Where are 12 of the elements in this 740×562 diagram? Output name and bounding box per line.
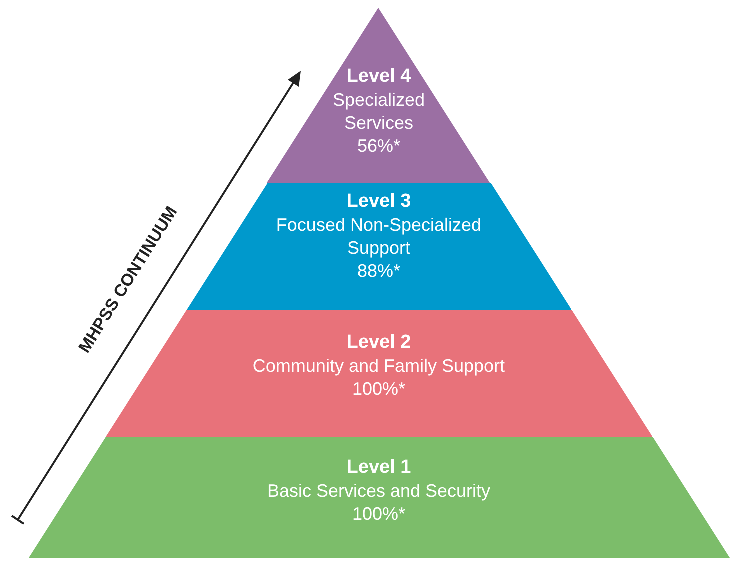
percentage-text: 88%* [356,261,402,282]
tier-description: Specialized Services [332,89,426,135]
level-heading: Level 3 [346,191,412,213]
level-heading: Level 4 [346,66,412,88]
percentage-text: 100%* [351,504,407,525]
tier-description: Focused Non-Specialized Support [275,214,483,260]
tier-description: Basic Services and Security [266,480,492,503]
level-heading: Level 2 [346,332,412,354]
percentage-text: 100%* [351,379,407,400]
percentage-text: 56%* [356,136,402,157]
level-heading: Level 1 [346,457,412,479]
tier-description: Community and Family Support [252,355,506,378]
